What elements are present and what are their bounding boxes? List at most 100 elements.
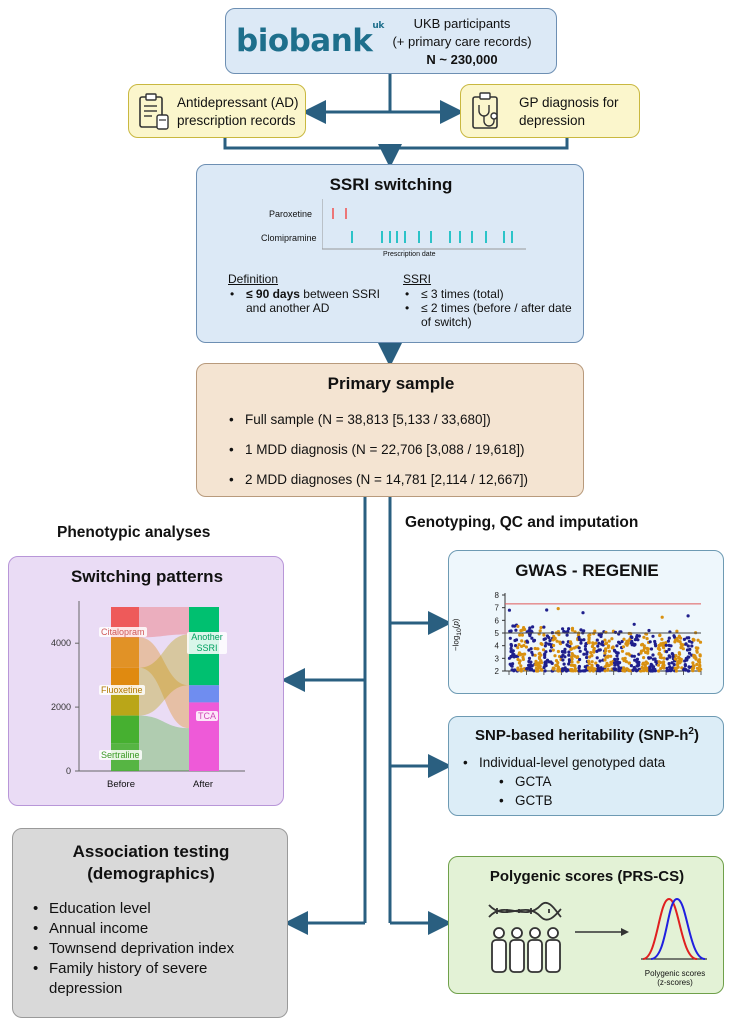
- gwas-point: [622, 666, 626, 670]
- gwas-point: [695, 662, 699, 667]
- gwas-point: [612, 667, 616, 671]
- gwas-point: [633, 658, 637, 662]
- association-item: Education level: [31, 899, 283, 919]
- gwas-point: [556, 649, 560, 654]
- gwas-point: [521, 657, 525, 661]
- ad-records-line2: prescription records: [177, 113, 296, 128]
- gwas-point: [656, 646, 660, 651]
- gwas-point: [596, 664, 600, 668]
- gwas-point: [633, 642, 637, 647]
- gwas-point: [587, 659, 591, 663]
- gwas-point: [583, 644, 587, 648]
- gwas-point: [587, 636, 591, 640]
- gwas-point: [595, 638, 599, 642]
- gwas-point: [618, 641, 622, 645]
- primary-sample-item: 1 MDD diagnosis (N = 22,706 [3,088 / 19,…: [227, 435, 577, 465]
- gwas-point: [615, 654, 619, 658]
- gwas-point: [607, 644, 611, 648]
- sankey-flow-1: [139, 637, 189, 729]
- gwas-point: [595, 656, 599, 660]
- ssri-switching-title: SSRI switching: [329, 175, 453, 194]
- gwas-point: [686, 655, 690, 659]
- gwas-point: [539, 626, 543, 630]
- gwas-point: [523, 652, 527, 656]
- primary-sample-item: 2 MDD diagnoses (N = 14,781 [2,114 / 12,…: [227, 465, 577, 495]
- gwas-point: [577, 666, 581, 670]
- gwas-point: [661, 664, 665, 668]
- gwas-point: [599, 666, 603, 670]
- gwas-point: [673, 657, 677, 661]
- phenotypic-analyses-title: Phenotypic analyses: [57, 524, 211, 541]
- label-citalopram: Citalopram: [99, 627, 147, 637]
- gwas-point: [523, 627, 527, 632]
- gwas-point: [548, 639, 552, 643]
- drug-label-clomipramine: Clomipramine: [261, 233, 317, 243]
- gwas-point: [682, 637, 686, 641]
- gwas-point: [513, 638, 517, 643]
- gwas-point: [609, 654, 613, 658]
- gwas-point: [629, 635, 633, 639]
- gwas-point: [642, 635, 646, 639]
- gwas-point: [540, 668, 544, 672]
- gwas-point: [664, 643, 668, 647]
- gwas-point: [687, 665, 691, 669]
- gwas-point: [604, 641, 609, 645]
- gwas-point: [665, 666, 669, 670]
- prs-caption-line1: Polygenic scores: [644, 969, 706, 978]
- gwas-point: [697, 668, 701, 672]
- gwas-point: [596, 667, 600, 671]
- biobank-logo: biobankuk: [236, 21, 384, 59]
- primary-sample-box: Primary sample Full sample (N = 38,813 […: [196, 363, 584, 497]
- gwas-point: [665, 657, 669, 661]
- gwas-point: [584, 642, 588, 646]
- gwas-point: [660, 637, 664, 641]
- gwas-point: [569, 668, 573, 672]
- gwas-point: [544, 650, 548, 654]
- gwas-point: [563, 650, 567, 654]
- gwas-point: [664, 641, 668, 645]
- gwas-point: [668, 668, 673, 672]
- gwas-point: [514, 628, 518, 632]
- gwas-point: [650, 669, 654, 673]
- prs-distribution-curves: [641, 897, 707, 960]
- gwas-point: [657, 660, 661, 664]
- gwas-point: [691, 669, 695, 673]
- gwas-point: [675, 662, 679, 667]
- gwas-point: [516, 646, 520, 650]
- gwas-point: [527, 656, 532, 660]
- gwas-point: [648, 640, 652, 644]
- gwas-point: [613, 630, 618, 634]
- after-label: After: [193, 779, 214, 790]
- gwas-point: [651, 657, 655, 661]
- gwas-point: [507, 656, 511, 660]
- association-list: Education level Annual income Townsend d…: [31, 899, 283, 999]
- gwas-point: [557, 633, 561, 637]
- association-title-line1: Association testing: [72, 842, 230, 861]
- gwas-point: [610, 646, 614, 650]
- gwas-point: [542, 633, 546, 637]
- gwas-point: [658, 633, 662, 637]
- gwas-point: [676, 665, 680, 669]
- gwas-y-tick-label: 4: [495, 642, 500, 651]
- gwas-point: [592, 646, 596, 651]
- ad-records-box: Antidepressant (AD) prescription records: [128, 84, 306, 138]
- association-item: Family history of severe depression: [31, 959, 283, 999]
- gwas-point: [688, 647, 692, 651]
- primary-sample-item: Full sample (N = 38,813 [5,133 / 33,680]…: [227, 405, 577, 435]
- gwas-point: [603, 638, 607, 642]
- gwas-point: [698, 663, 702, 667]
- gwas-point: [524, 645, 528, 649]
- gwas-point: [552, 637, 557, 641]
- gwas-point: [563, 647, 567, 651]
- gwas-point: [544, 641, 548, 645]
- gwas-point: [508, 636, 512, 640]
- gwas-point: [643, 663, 647, 667]
- gwas-point: [633, 638, 637, 642]
- label-tca: TCA: [196, 711, 218, 721]
- gwas-point: [569, 642, 573, 646]
- gwas-point: [642, 656, 646, 660]
- gwas-point: [589, 651, 593, 655]
- polygenic-scores-title: Polygenic scores (PRS-CS): [489, 868, 685, 885]
- gwas-point: [653, 667, 657, 672]
- gwas-point: [561, 658, 565, 662]
